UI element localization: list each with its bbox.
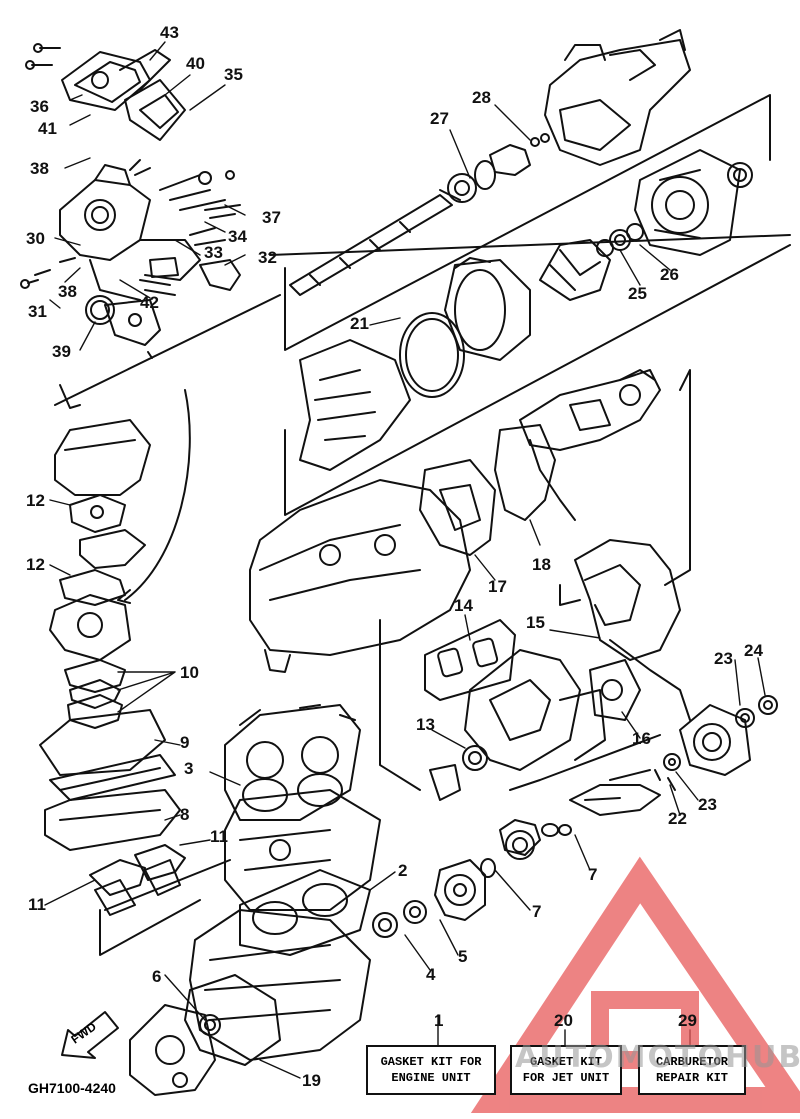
kit-jet-line1: GASKET KIT [529, 1055, 602, 1069]
callout-30: 30 [26, 229, 45, 248]
callout-22: 22 [668, 809, 687, 828]
callout-40: 40 [186, 54, 205, 73]
jet-pump-assembly [269, 29, 791, 516]
callout-43: 43 [160, 23, 179, 42]
callout-26: 26 [660, 265, 679, 284]
flywheel-assembly [372, 858, 496, 938]
callout-31: 31 [28, 302, 47, 321]
callout-7-right: 7 [588, 865, 598, 884]
diagram-code: GH7100-4240 [28, 1080, 116, 1096]
kit-box-engine-gasket: GASKET KIT FOR ENGINE UNIT [366, 1045, 496, 1095]
callout-8: 8 [180, 805, 190, 824]
callout-33: 33 [204, 243, 223, 262]
callout-2: 2 [398, 861, 408, 880]
callout-20: 20 [554, 1011, 573, 1030]
callout-9: 9 [180, 733, 190, 752]
callout-23-lower: 23 [698, 795, 717, 814]
callout-11-left: 11 [28, 895, 46, 914]
kit-box-carburetor-repair: CARBURETOR REPAIR KIT [638, 1045, 746, 1095]
callout-17: 17 [488, 577, 507, 596]
callout-19: 19 [302, 1071, 321, 1090]
callout-11-right: 11 [210, 827, 228, 846]
callout-7-left: 7 [532, 902, 542, 921]
engine-crank-assembly [249, 369, 691, 721]
callout-12-lower: 12 [26, 555, 45, 574]
callout-38-lower: 38 [58, 282, 77, 301]
watermark-text: AUTOMOTOHUB [515, 1040, 800, 1075]
callout-5: 5 [458, 947, 468, 966]
callout-6: 6 [152, 967, 162, 986]
callout-18: 18 [532, 555, 551, 574]
callout-29: 29 [678, 1011, 697, 1030]
callout-12-upper: 12 [26, 491, 45, 510]
callout-37: 37 [262, 208, 281, 227]
kit-carb-line2: REPAIR KIT [655, 1071, 728, 1085]
callout-38-upper: 38 [30, 159, 49, 178]
fwd-arrow-icon [61, 1011, 119, 1059]
intake-stack-assembly [39, 389, 201, 956]
kit-carb-line1: CARBURETOR [655, 1055, 728, 1069]
callout-10: 10 [180, 663, 199, 682]
cylinder-block-assembly [104, 704, 381, 1096]
callout-13: 13 [416, 715, 435, 734]
kit-engine-line1: GASKET KIT FOR [380, 1055, 482, 1069]
magneto-bearing-assembly [499, 695, 778, 860]
callout-4: 4 [426, 965, 436, 984]
callout-23-upper: 23 [714, 649, 733, 668]
callout-15: 15 [526, 613, 545, 632]
callout-34: 34 [228, 227, 247, 246]
callout-14: 14 [454, 596, 473, 615]
callout-42: 42 [140, 293, 159, 312]
callout-27: 27 [430, 109, 449, 128]
callout-41: 41 [38, 119, 57, 138]
callout-1: 1 [434, 1011, 444, 1030]
callout-3: 3 [184, 759, 194, 778]
kit-engine-line2: ENGINE UNIT [391, 1071, 471, 1085]
callout-39: 39 [52, 342, 71, 361]
kit-box-jet-gasket: GASKET KIT FOR JET UNIT [510, 1045, 622, 1095]
leader-lines [44, 41, 766, 1079]
callout-21: 21 [350, 314, 369, 333]
carburetor-assembly [20, 43, 281, 409]
callout-35: 35 [224, 65, 243, 84]
exhaust-manifold-assembly [379, 619, 661, 801]
callout-32: 32 [258, 248, 277, 267]
callout-16: 16 [632, 729, 651, 748]
callout-25: 25 [628, 284, 647, 303]
kit-jet-line2: FOR JET UNIT [522, 1071, 610, 1085]
callout-24: 24 [744, 641, 763, 660]
callout-36: 36 [30, 97, 49, 116]
callout-28: 28 [472, 88, 491, 107]
